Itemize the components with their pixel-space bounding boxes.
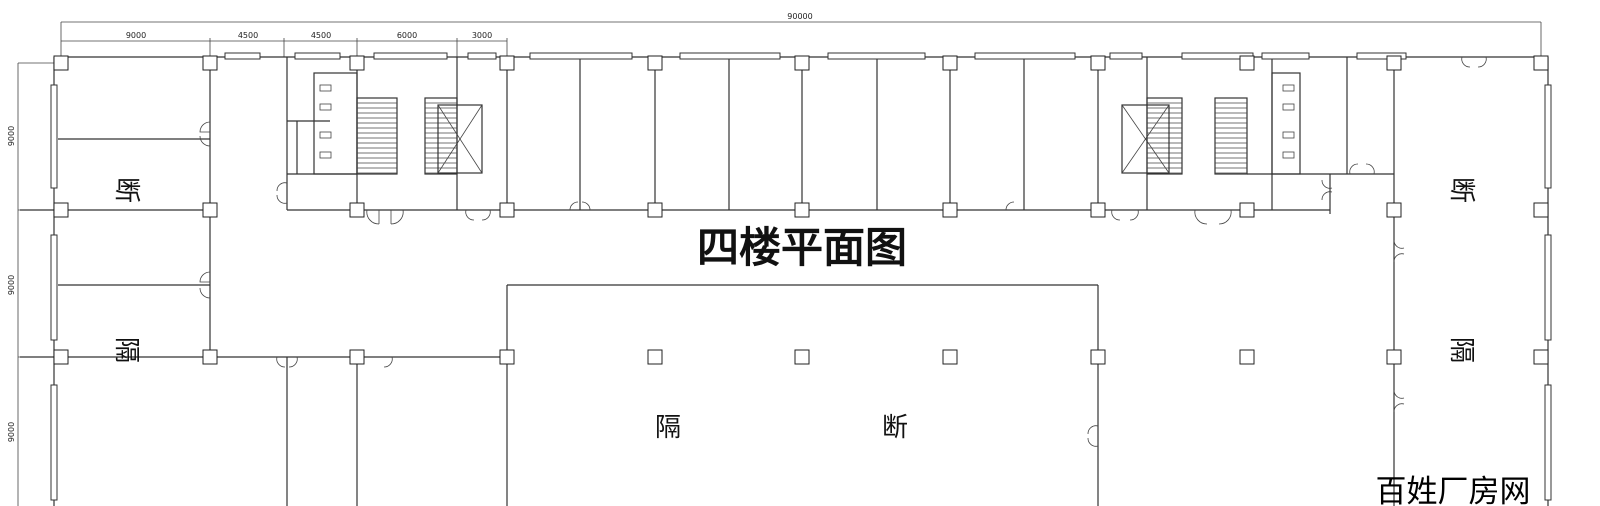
window	[1544, 234, 1552, 341]
dimension-label: 4500	[311, 31, 331, 40]
window	[467, 52, 497, 60]
dimension-label: 9000	[7, 275, 16, 295]
window	[294, 52, 341, 60]
room-label: 断	[1446, 177, 1476, 203]
column	[53, 55, 69, 71]
window	[827, 52, 926, 60]
window	[1544, 384, 1552, 501]
dimension-label: 9000	[7, 422, 16, 442]
stair-flight	[1214, 97, 1248, 175]
column	[349, 55, 365, 71]
column	[1386, 55, 1402, 71]
column	[647, 202, 663, 218]
window	[1356, 52, 1407, 60]
window	[50, 234, 58, 341]
stairs	[356, 97, 1248, 175]
dimension-label: 3000	[472, 31, 492, 40]
room-label: 断	[111, 177, 141, 203]
column	[1533, 202, 1549, 218]
elevator-shafts	[437, 104, 1170, 174]
window	[1544, 84, 1552, 189]
column	[1386, 349, 1402, 365]
room-label: 隔	[111, 337, 141, 363]
doors	[199, 56, 1487, 447]
column	[794, 349, 810, 365]
column	[349, 349, 365, 365]
column	[1239, 55, 1255, 71]
column	[1090, 202, 1106, 218]
column	[53, 202, 69, 218]
window	[224, 52, 261, 60]
column	[349, 202, 365, 218]
window	[1261, 52, 1310, 60]
column	[499, 202, 515, 218]
column	[1239, 202, 1255, 218]
dimension-label: 4500	[238, 31, 258, 40]
column	[1090, 55, 1106, 71]
column	[647, 55, 663, 71]
column	[53, 349, 69, 365]
column	[794, 55, 810, 71]
dimension-label: 9000	[7, 126, 16, 146]
dimension-label: 9000	[126, 31, 146, 40]
room-label: 断	[882, 413, 908, 443]
column	[202, 55, 218, 71]
stair-flight	[356, 97, 398, 175]
column	[1386, 202, 1402, 218]
column	[499, 55, 515, 71]
column	[942, 349, 958, 365]
column	[499, 349, 515, 365]
window	[373, 52, 448, 60]
window	[679, 52, 781, 60]
column	[942, 202, 958, 218]
column	[942, 55, 958, 71]
stair-flight	[424, 97, 458, 175]
column	[794, 202, 810, 218]
total-dimension: 90000	[787, 12, 812, 21]
room-label: 隔	[655, 413, 681, 443]
windows	[50, 52, 1552, 501]
watermark: 百姓厂房网	[1376, 474, 1531, 506]
plan-title: 四楼平面图	[697, 223, 907, 272]
dimension-label: 6000	[397, 31, 417, 40]
column	[202, 202, 218, 218]
column	[202, 349, 218, 365]
column	[1533, 55, 1549, 71]
column	[647, 349, 663, 365]
walls	[20, 56, 1549, 506]
window	[1109, 52, 1143, 60]
window	[529, 52, 633, 60]
room-label: 隔	[1446, 337, 1476, 363]
toilet-fixtures	[313, 72, 1301, 175]
column	[1239, 349, 1255, 365]
window	[50, 84, 58, 189]
window	[974, 52, 1076, 60]
column	[1533, 349, 1549, 365]
column	[1090, 349, 1106, 365]
window	[50, 384, 58, 501]
structural-columns	[53, 55, 1549, 365]
stair-flight	[1146, 97, 1183, 175]
